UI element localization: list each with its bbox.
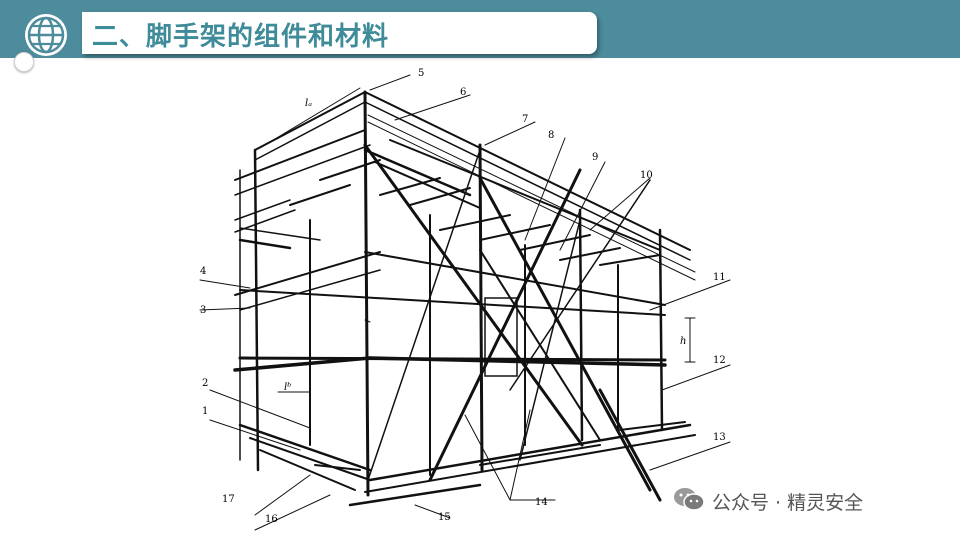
label-17: 17	[222, 494, 235, 505]
label-6: 6	[460, 87, 466, 98]
label-2: 2	[202, 378, 208, 389]
label-4: 4	[200, 266, 206, 277]
watermark-text: 公众号 · 精灵安全	[712, 491, 864, 514]
label-9: 9	[592, 152, 598, 163]
label-8: 8	[548, 130, 554, 141]
label-13: 13	[713, 432, 726, 443]
label-14: 14	[535, 497, 548, 508]
title-pill: 二、脚手架的组件和材料	[82, 12, 597, 54]
dimension-h: h	[680, 336, 686, 347]
wechat-icon	[672, 485, 706, 517]
label-7: 7	[522, 114, 528, 125]
dimension-lb: lᵇ	[284, 382, 291, 393]
label-15: 15	[438, 512, 451, 523]
globe-icon	[14, 8, 74, 58]
scaffold-diagram: 5 6 7 8 9 10 11 12 13 14 15 16 17 1 2 3 …	[180, 60, 740, 535]
label-5: 5	[418, 68, 424, 79]
label-11: 11	[713, 272, 726, 283]
watermark: 公众号 · 精灵安全	[672, 484, 863, 518]
label-3: 3	[200, 305, 206, 316]
page-title: 二、脚手架的组件和材料	[92, 22, 390, 52]
label-1: 1	[202, 406, 208, 417]
label-16: 16	[265, 514, 278, 525]
dimension-la: lₐ	[305, 98, 312, 109]
decorative-dot	[14, 52, 34, 72]
label-10: 10	[640, 170, 653, 181]
label-12: 12	[713, 355, 726, 366]
